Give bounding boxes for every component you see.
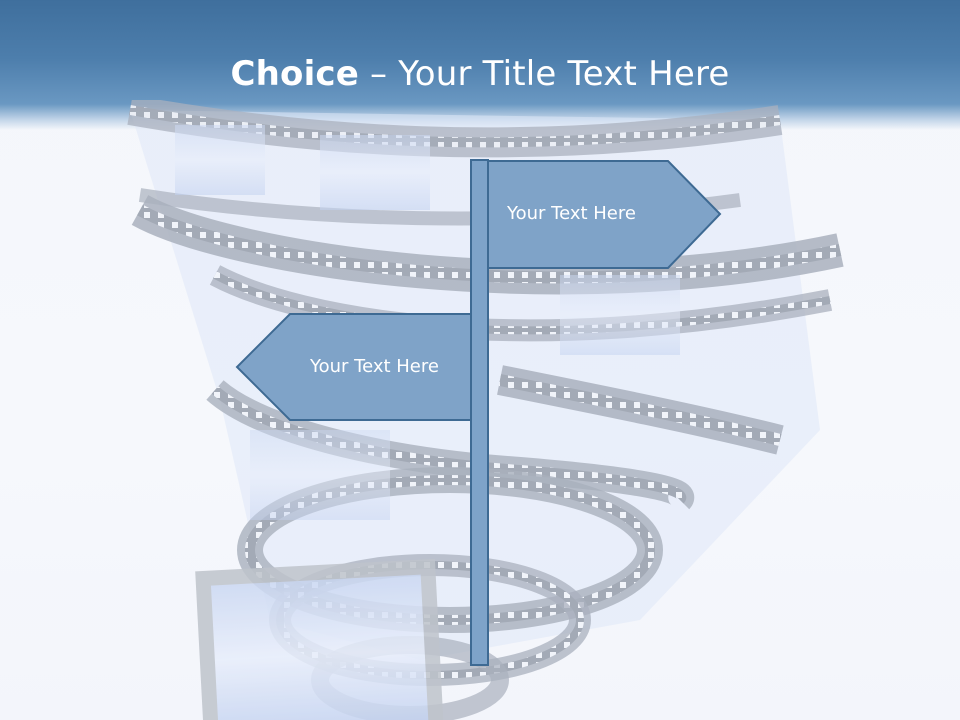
title-bold: Choice [230,54,360,94]
sign-left-label[interactable]: Your Text Here [310,356,439,377]
sign-right-arrow [487,160,722,269]
sign-left-arrow [235,313,472,421]
signpost-pole [470,159,489,666]
sign-right-label[interactable]: Your Text Here [507,203,636,224]
slide-title: Choice – Your Title Text Here [0,52,960,96]
title-rest: – Your Title Text Here [359,54,730,94]
